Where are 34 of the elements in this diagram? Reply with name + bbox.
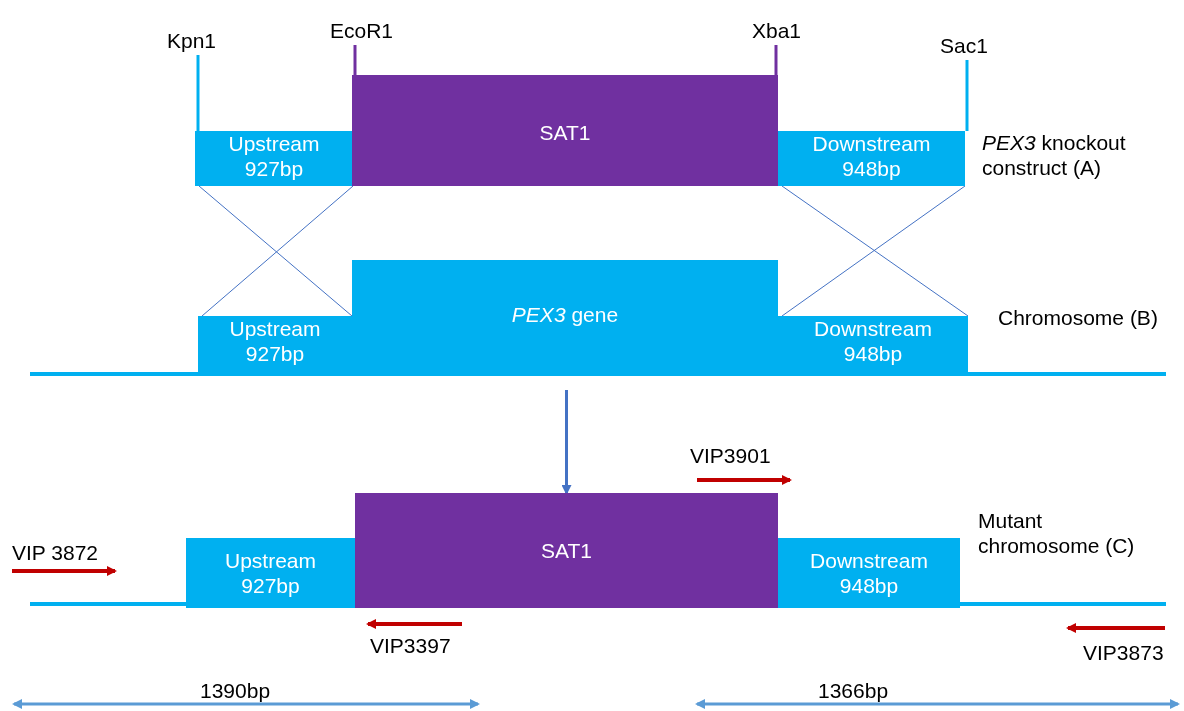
insert-block <box>352 75 778 186</box>
restriction-site-label: EcoR1 <box>330 18 394 43</box>
leader-line <box>353 45 357 75</box>
block-label: SAT1 <box>541 538 592 563</box>
block-label: Downstream 948bp <box>809 548 929 598</box>
restriction-site-label: Kpn1 <box>167 28 217 53</box>
sequence-block <box>195 131 353 186</box>
block-label: Downstream 948bp <box>811 131 932 181</box>
restriction-site-label: Sac1 <box>940 33 988 58</box>
sequence-block <box>186 538 355 608</box>
sequence-block <box>778 538 960 608</box>
text-label: 1366bp <box>818 678 889 703</box>
arrow <box>561 390 572 495</box>
text-label: VIP3397 <box>370 633 451 658</box>
text-label: VIP 3872 <box>12 540 99 565</box>
text-label: Mutant chromosome (C) <box>978 508 1136 558</box>
sequence-block <box>352 260 778 372</box>
leader-line <box>774 45 778 75</box>
text-label: VIP3873 <box>1083 640 1164 665</box>
text-label: PEX3 knockout construct (A) <box>982 130 1127 180</box>
block-label: Upstream 927bp <box>224 548 317 598</box>
block-label: SAT1 <box>539 120 591 145</box>
block-label: Upstream 927bp <box>227 131 321 181</box>
restriction-site-label: Xba1 <box>752 18 802 43</box>
text-label: Chromosome (B) <box>998 305 1158 330</box>
text-label: VIP3901 <box>690 443 771 468</box>
leader-line <box>196 55 200 131</box>
leader-line <box>965 60 969 131</box>
sequence-block <box>778 131 965 186</box>
text-label: 1390bp <box>200 678 271 703</box>
block-label: PEX3 gene <box>511 302 619 327</box>
block-label: Upstream 927bp <box>228 316 322 366</box>
insert-block <box>355 493 778 608</box>
block-label: Downstream 948bp <box>813 316 933 366</box>
